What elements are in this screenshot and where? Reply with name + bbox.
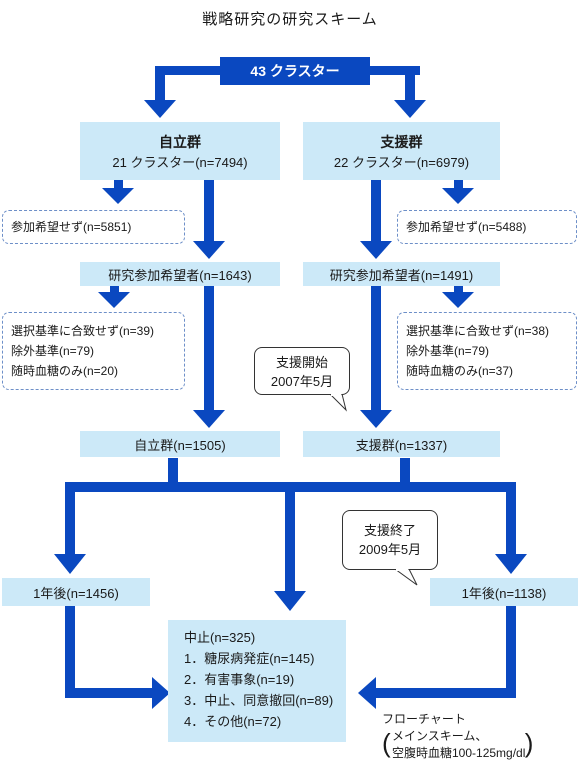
stopped-reason: 4．その他(n=72)	[184, 714, 282, 729]
page-title: 戦略研究の研究スキーム	[202, 11, 378, 28]
footnote-detail: ( メインスキーム、 空腹時血糖100-125mg/dl )	[382, 728, 533, 762]
left-one-year-box: 1年後(n=1456)	[2, 578, 150, 606]
support-start-label: 支援開始	[275, 355, 328, 370]
left-excluded-item: 選択基準に合致せず(n=39)	[11, 324, 155, 338]
left-decline-box: 参加希望せず(n=5851)	[2, 210, 185, 244]
support-end-callout: 支援終了 2009年5月	[342, 510, 438, 570]
left-excluded-item: 随時血糖のみ(n=20)	[11, 364, 119, 378]
support-end-label: 支援終了	[363, 523, 416, 538]
left-excluded-item: 除外基準(n=79)	[11, 344, 95, 358]
support-start-date: 2007年5月	[270, 374, 334, 389]
left-paren-glyph: (	[382, 728, 391, 758]
right-paren-glyph: )	[524, 728, 534, 758]
support-start-tail	[329, 394, 347, 412]
stopped-box: 中止(n=325) 1．糖尿病発症(n=145) 2．有害事象(n=19) 3．…	[168, 620, 346, 742]
right-excluded-item: 随時血糖のみ(n=37)	[406, 364, 514, 378]
left-group-detail: 21 クラスター(n=7494)	[112, 154, 248, 170]
left-applicants-box: 研究参加希望者(n=1643)	[80, 262, 280, 286]
right-applicants-box: 研究参加希望者(n=1491)	[303, 262, 500, 286]
support-start-callout: 支援開始 2007年5月	[254, 347, 350, 395]
right-excluded-box: 選択基準に合致せず(n=38) 除外基準(n=79) 随時血糖のみ(n=37)	[397, 312, 577, 390]
arrow-shapes	[54, 66, 527, 709]
support-end-date: 2009年5月	[358, 542, 422, 557]
right-excluded-item: 除外基準(n=79)	[406, 344, 490, 358]
right-one-year-box: 1年後(n=1138)	[430, 578, 578, 606]
support-end-tail	[394, 569, 418, 586]
footnote-line: メインスキーム、	[392, 729, 488, 743]
stopped-reason: 1．糖尿病発症(n=145)	[184, 651, 315, 666]
left-excluded-box: 選択基準に合致せず(n=39) 除外基準(n=79) 随時血糖のみ(n=20)	[2, 312, 185, 390]
stopped-total: 中止(n=325)	[184, 630, 256, 645]
left-final-box: 自立群(n=1505)	[80, 431, 280, 457]
right-group-box: 支援群 22 クラスター(n=6979)	[303, 122, 500, 180]
left-group-name: 自立群	[159, 133, 201, 150]
total-clusters-box: 43 クラスター	[220, 57, 370, 85]
left-group-box: 自立群 21 クラスター(n=7494)	[80, 122, 280, 180]
right-group-name: 支援群	[380, 133, 423, 150]
right-decline-box: 参加希望せず(n=5488)	[397, 210, 577, 244]
footnote-line: 空腹時血糖100-125mg/dl	[392, 746, 526, 760]
footnote-title: フローチャート	[382, 712, 466, 726]
right-group-detail: 22 クラスター(n=6979)	[333, 154, 470, 170]
right-final-box: 支援群(n=1337)	[303, 431, 500, 457]
stopped-reason: 3．中止、同意撤回(n=89)	[184, 693, 334, 708]
right-excluded-item: 選択基準に合致せず(n=38)	[406, 324, 550, 338]
stopped-reason: 2．有害事象(n=19)	[184, 672, 295, 687]
footnote: フローチャート ( メインスキーム、 空腹時血糖100-125mg/dl )	[382, 711, 533, 762]
